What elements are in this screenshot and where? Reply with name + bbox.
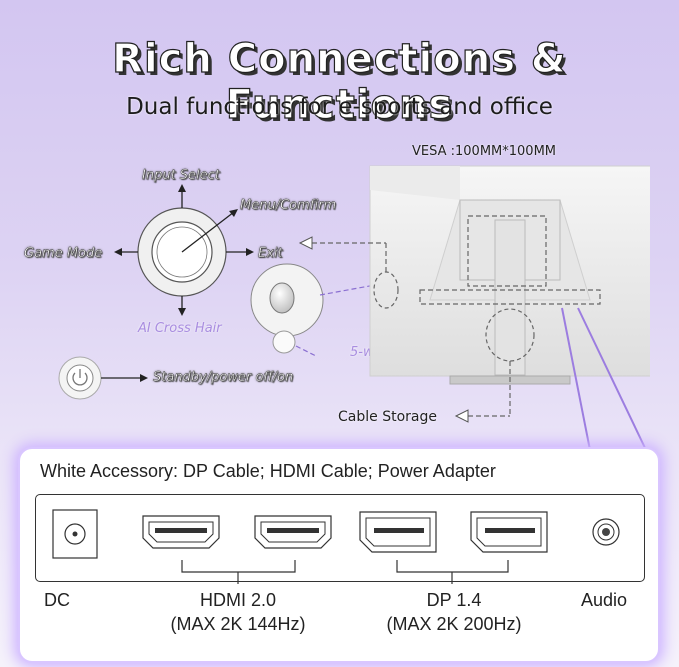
hdmi-spec-label: (MAX 2K 144Hz): [170, 614, 306, 634]
dp-port-1-icon: [359, 511, 437, 553]
accessory-text: White Accessory: DP Cable; HDMI Cable; P…: [40, 461, 496, 481]
game-mode-label: Game Mode: [24, 246, 103, 261]
ports-illustration: [52, 509, 620, 559]
standby-label: Standby/power off/on: [153, 370, 294, 385]
dc-label: DC: [44, 590, 70, 610]
dp-port-2-icon: [470, 511, 548, 553]
ai-cross-hair-label: AI Cross Hair: [138, 321, 222, 336]
hdmi-port-2-icon: [254, 515, 332, 549]
cable-storage-label: Cable Storage: [338, 409, 437, 425]
hdmi-version-label: HDMI 2.0: [199, 590, 277, 610]
vesa-label: VESA :100MM*100MM: [412, 144, 556, 159]
exit-label: Exit: [258, 246, 283, 261]
dp-version-label: DP 1.4: [426, 590, 482, 610]
joystick-diagram: [58, 184, 376, 400]
monitor-back-illustration: [298, 165, 650, 450]
page-subtitle: Dual functions for e-sports and office: [126, 94, 553, 120]
hdmi-port-1-icon: [142, 515, 220, 549]
port-brackets: [181, 560, 509, 584]
input-select-label: Input Select: [142, 168, 220, 183]
audio-port-icon: [592, 518, 620, 546]
audio-label: Audio: [581, 590, 628, 610]
menu-confirm-label: Menu/Comfirm: [240, 198, 337, 213]
page-title: Rich Connections & Functions: [112, 35, 567, 128]
dp-spec-label: (MAX 2K 200Hz): [386, 614, 522, 634]
dc-port-icon: [52, 509, 98, 559]
